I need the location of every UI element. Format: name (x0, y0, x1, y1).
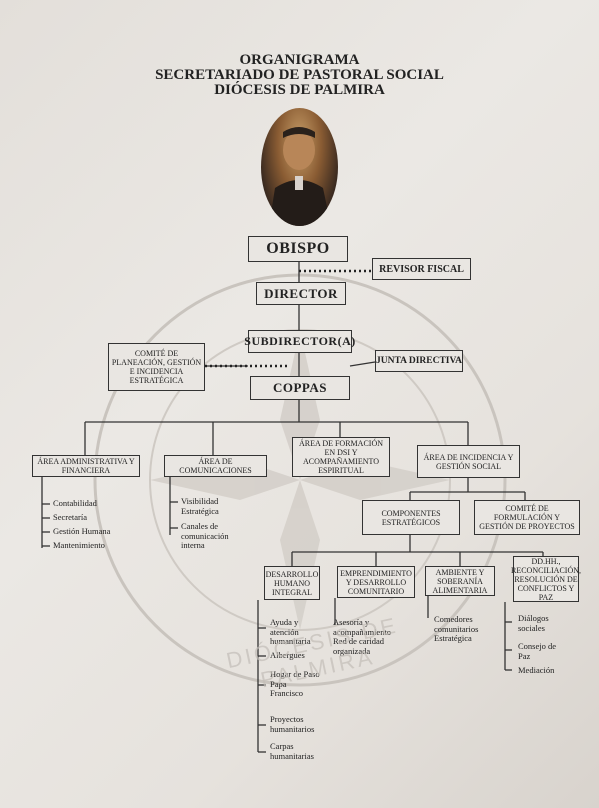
title-line-1: ORGANIGRAMA (239, 52, 360, 68)
list-item: Secretaría (53, 512, 87, 522)
list-item: Diálogos sociales (518, 613, 549, 633)
node-desarrollo-humano: DESARROLLO HUMANO INTEGRAL (264, 566, 320, 600)
node-revisor-fiscal: REVISOR FISCAL (372, 258, 471, 280)
node-director: DIRECTOR (256, 282, 346, 305)
node-coppas: COPPAS (250, 376, 350, 400)
node-ddhh: DD.HH., RECONCILIACIÓN, RESOLUCIÓN DE CO… (511, 556, 581, 602)
node-area-comunicaciones: ÁREA DE COMUNICACIONES (164, 455, 267, 477)
list-item: Visibilidad Estratégica (181, 496, 219, 516)
list-item: Mantenimiento (53, 540, 105, 550)
node-area-formacion: ÁREA DE FORMACIÓN EN DSI Y ACOMPAÑAMIENT… (292, 437, 390, 477)
list-item: Asesoría y acompañamiento Red de caridad… (333, 617, 392, 656)
list-item: Mediación (518, 665, 555, 675)
node-ambiente: AMBIENTE Y SOBERANÍA ALIMENTARIA (425, 566, 495, 596)
title-line-3: DIÓCESIS DE PALMIRA (214, 82, 385, 98)
list-item: Carpas humanitarias (270, 741, 314, 761)
list-item: Gestión Humana (53, 526, 111, 536)
list-item: Proyectos humanitarios (270, 714, 315, 734)
list-item: Contabilidad (53, 498, 97, 508)
list-item: Consejo de Paz (518, 641, 557, 661)
list-item: Ayuda y atención humanitaria (270, 617, 311, 646)
node-comite-formulacion: COMITÉ DE FORMULACIÓN Y GESTIÓN DE PROYE… (474, 500, 580, 535)
node-emprendimiento: EMPRENDIMIENTO Y DESARROLLO COMUNITARIO (337, 566, 415, 598)
list-item: Canales de comunicación interna (181, 521, 229, 550)
title-line-2: SECRETARIADO DE PASTORAL SOCIAL (155, 67, 444, 83)
node-componentes-estrategicos: COMPONENTES ESTRATÉGICOS (362, 500, 460, 535)
node-area-administrativa: ÁREA ADMINISTRATIVA Y FINANCIERA (32, 455, 140, 477)
list-item: Comedores comunitarios Estratégica (434, 614, 479, 643)
node-obispo: OBISPO (248, 236, 348, 262)
list-item: Hogar de Paso Papa Francisco (270, 669, 320, 698)
node-comite-planeacion: COMITÉ DE PLANEACIÓN, GESTIÓN E INCIDENC… (108, 343, 205, 391)
list-item: Albergues (270, 650, 305, 660)
bishop-portrait (261, 108, 338, 226)
node-junta-directiva: JUNTA DIRECTIVA (375, 350, 463, 372)
node-area-incidencia: ÁREA DE INCIDENCIA Y GESTIÓN SOCIAL (417, 445, 520, 478)
node-subdirector: SUBDIRECTOR(A) (244, 330, 355, 353)
